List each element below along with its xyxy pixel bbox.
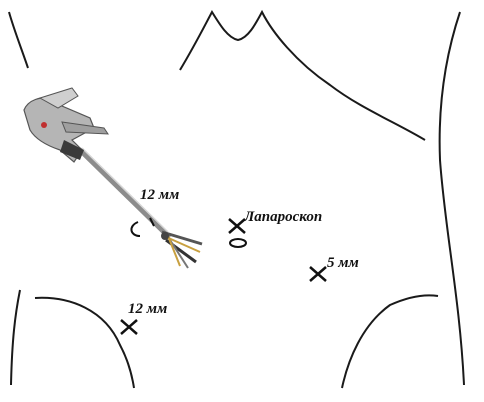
right-groin-outline <box>341 294 439 389</box>
laparoscope-ring-icon <box>229 238 247 248</box>
left-lower-outline <box>10 289 21 386</box>
neck-outline <box>179 9 426 141</box>
stapler-trigger <box>61 121 109 135</box>
port-ring-icon <box>130 217 155 237</box>
instrument-port-label: 12 мм <box>140 187 180 203</box>
stapler-button-icon <box>41 122 47 128</box>
stapler-shaft <box>77 147 171 239</box>
stapler-jaws <box>161 230 203 269</box>
left-torso-outline <box>8 11 29 69</box>
stapler-knob <box>60 140 84 160</box>
lower-left-port-x-mark-icon <box>120 319 138 335</box>
stapler-handle-top <box>38 87 79 109</box>
laparoscope-port-label: Лапароскоп <box>244 209 323 225</box>
laparoscope-port-x-mark-icon <box>228 218 246 234</box>
right-torso-outline <box>438 11 465 386</box>
stapler-shaft-highlight <box>81 147 169 233</box>
right-port-label: 5 мм <box>327 255 359 271</box>
stapler-handle <box>23 96 95 163</box>
right-port-x-mark-icon <box>309 266 327 282</box>
stapler-instrument <box>23 87 203 269</box>
lower-left-port-label: 12 мм <box>128 301 168 317</box>
left-groin-outline <box>34 296 135 389</box>
